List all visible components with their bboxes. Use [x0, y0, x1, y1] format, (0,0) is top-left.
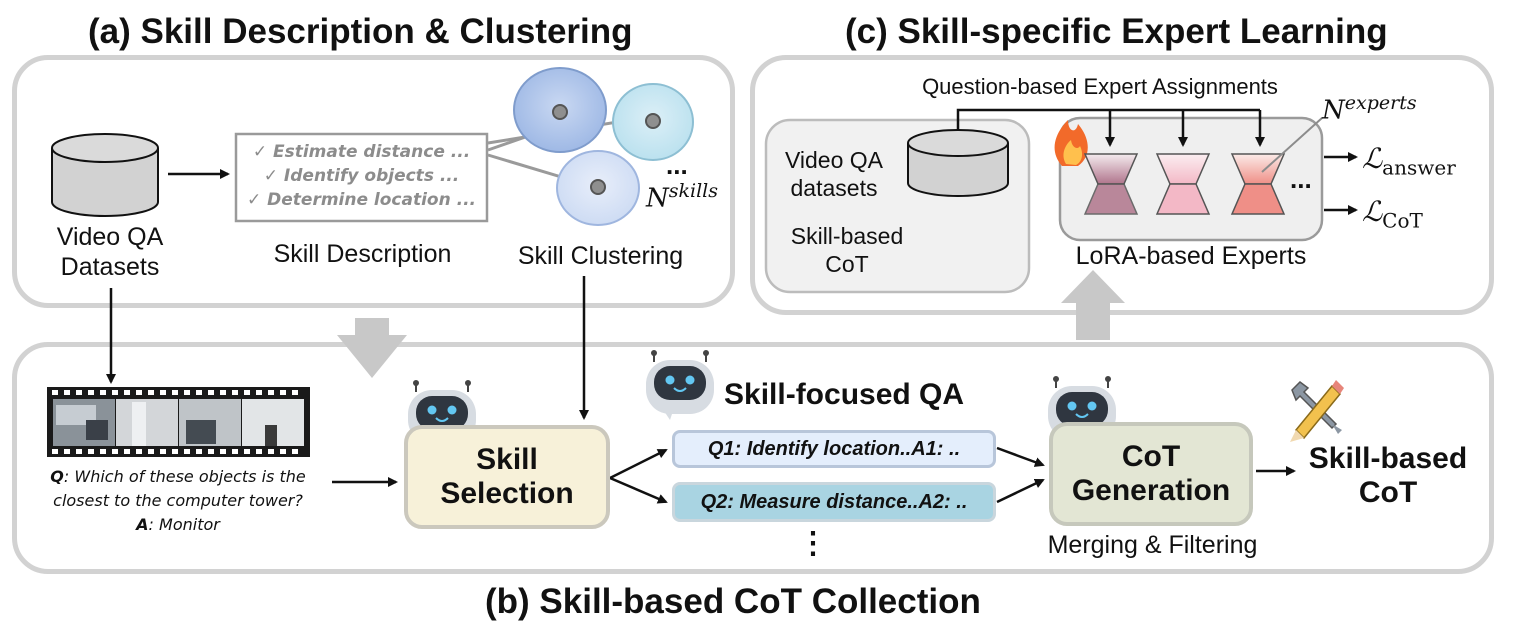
- expert-2: [1155, 153, 1211, 215]
- datasets-label: Video QA Datasets: [40, 222, 180, 282]
- loss-cot-symbol: ℒ: [1362, 195, 1383, 228]
- loss-cot-sub: CoT: [1382, 208, 1423, 233]
- database-cylinder-a: [51, 133, 159, 217]
- tools-icon-output: [1290, 380, 1344, 442]
- loss-answer-sub: answer: [1382, 155, 1456, 180]
- cot-generation-line1: CoT: [1121, 440, 1181, 473]
- skill-line-3: ✓ Determine location ...: [246, 190, 477, 210]
- skill-selection-box: Skill Selection: [404, 425, 610, 529]
- loss-cot: ℒCoT: [1362, 195, 1423, 233]
- expert-3: [1230, 153, 1286, 215]
- inner-datasets-label: Video QA datasets: [772, 146, 896, 202]
- question-text: Q: Which of these objects is the closest…: [22, 465, 334, 537]
- expert-1: [1083, 153, 1139, 215]
- skill-line-1: ✓ Estimate distance ...: [252, 142, 471, 162]
- n-skills-base: N: [646, 183, 669, 214]
- merging-filtering-label: Merging & Filtering: [1047, 531, 1258, 559]
- skill-clustering-label: Skill Clustering: [517, 242, 684, 270]
- n-experts-base: N: [1322, 95, 1345, 126]
- loss-answer: ℒanswer: [1362, 142, 1456, 180]
- question-line-2: closest to the computer tower?: [53, 491, 303, 510]
- skill-selection-line1: Skill: [476, 443, 538, 476]
- up-block-arrow: [1061, 270, 1125, 340]
- question-prefix: Q: [50, 467, 64, 486]
- skill-based-line2: CoT: [1358, 476, 1418, 509]
- skill-selection-line2: Selection: [440, 477, 574, 510]
- arrow-qa1-to-cot: [996, 446, 1045, 467]
- arrow-selection-to-qa2: [609, 476, 668, 504]
- skill-description-box: [234, 132, 489, 223]
- qa1-a: A1: [911, 437, 937, 460]
- experts-pointer-line: [1261, 117, 1323, 173]
- assignment-arrows: [956, 108, 1265, 147]
- n-skills-label: Nskills: [646, 180, 718, 214]
- cluster-dots: ...: [666, 150, 688, 180]
- answer-line: A: Monitor: [22, 513, 334, 537]
- fire-icon: [1054, 120, 1088, 166]
- skill-line-2: ✓ Identify objects ...: [263, 166, 460, 186]
- qa2-a: A2: [918, 490, 945, 513]
- skill-based-cot-output: Skill-based CoT: [1298, 442, 1478, 510]
- n-experts-label: Nexperts: [1322, 92, 1417, 126]
- inner-label-4: CoT: [825, 251, 869, 277]
- qa1-q-text: : Identify location..: [734, 437, 912, 460]
- qa-vdots: ⋮: [798, 527, 828, 560]
- cot-generation-box: CoT Generation: [1049, 422, 1253, 526]
- database-cylinder-c: [907, 129, 1009, 197]
- n-skills-sup: skills: [668, 180, 718, 202]
- skill-description-label: Skill Description: [273, 240, 452, 268]
- datasets-label-line2: Datasets: [60, 253, 160, 281]
- qa2-q-text: : Measure distance..: [727, 490, 919, 513]
- answer-text: : Monitor: [148, 515, 220, 534]
- qa2-a-text: : ..: [944, 490, 968, 513]
- inner-cot-label: Skill-based CoT: [776, 222, 918, 278]
- title-a: (a) Skill Description & Clustering: [88, 12, 633, 51]
- loss-answer-symbol: ℒ: [1362, 142, 1383, 175]
- question-text-1: : Which of these objects is the: [63, 467, 306, 486]
- question-line-1: Q: Which of these objects is the: [22, 465, 334, 489]
- arrow-selection-to-qa1: [609, 448, 668, 480]
- robot-icon-qa: [646, 350, 714, 420]
- inner-label-3: Skill-based: [790, 223, 904, 249]
- qa-box-2: Q2: Measure distance.. A2: ..: [672, 482, 996, 522]
- cot-generation-line2: Generation: [1071, 474, 1231, 507]
- n-experts-sup: experts: [1344, 92, 1417, 114]
- qa-box-1: Q1: Identify location.. A1: ..: [672, 430, 996, 468]
- inner-label-1: Video QA: [784, 147, 884, 173]
- skill-clusters: [513, 67, 694, 226]
- qa2-q: Q2: [700, 490, 728, 513]
- arrow-qa2-to-cot: [996, 478, 1045, 504]
- skill-based-line1: Skill-based: [1308, 442, 1468, 475]
- title-c: (c) Skill-specific Expert Learning: [845, 12, 1388, 51]
- skill-description-lines: ✓ Estimate distance ... ✓ Identify objec…: [236, 140, 487, 212]
- skill-focused-title: Skill-focused QA: [724, 378, 965, 411]
- video-frames: [47, 387, 310, 457]
- answer-prefix: A: [136, 515, 149, 534]
- qa1-q: Q1: [707, 437, 735, 460]
- lora-experts-label: LoRA-based Experts: [1075, 242, 1307, 270]
- qa1-a-text: : ..: [936, 437, 961, 460]
- experts-dots: ...: [1290, 164, 1312, 194]
- down-block-arrow: [337, 318, 407, 378]
- inner-label-2: datasets: [790, 175, 878, 201]
- datasets-label-line1: Video QA: [56, 223, 164, 251]
- title-b: (b) Skill-based CoT Collection: [485, 582, 981, 621]
- assignments-label: Question-based Expert Assignments: [922, 74, 1278, 99]
